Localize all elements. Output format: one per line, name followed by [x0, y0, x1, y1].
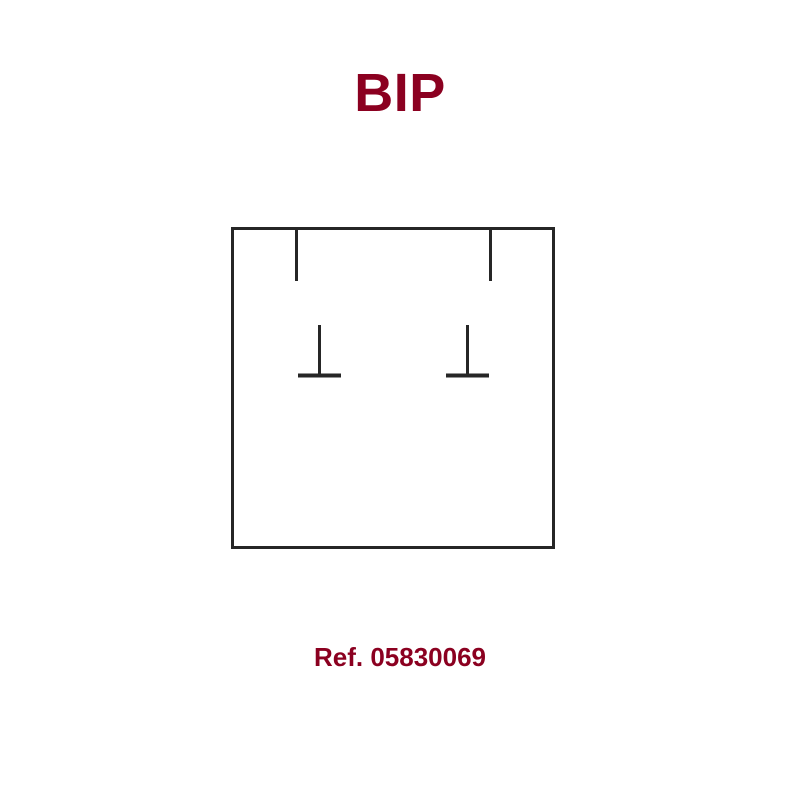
enclosure-outline-rect [231, 227, 555, 549]
reference-number: Ref. 05830069 [313, 642, 487, 672]
support-symbol-right [446, 325, 489, 378]
page-title: BIP [354, 63, 446, 123]
support-symbol-left [298, 325, 341, 378]
